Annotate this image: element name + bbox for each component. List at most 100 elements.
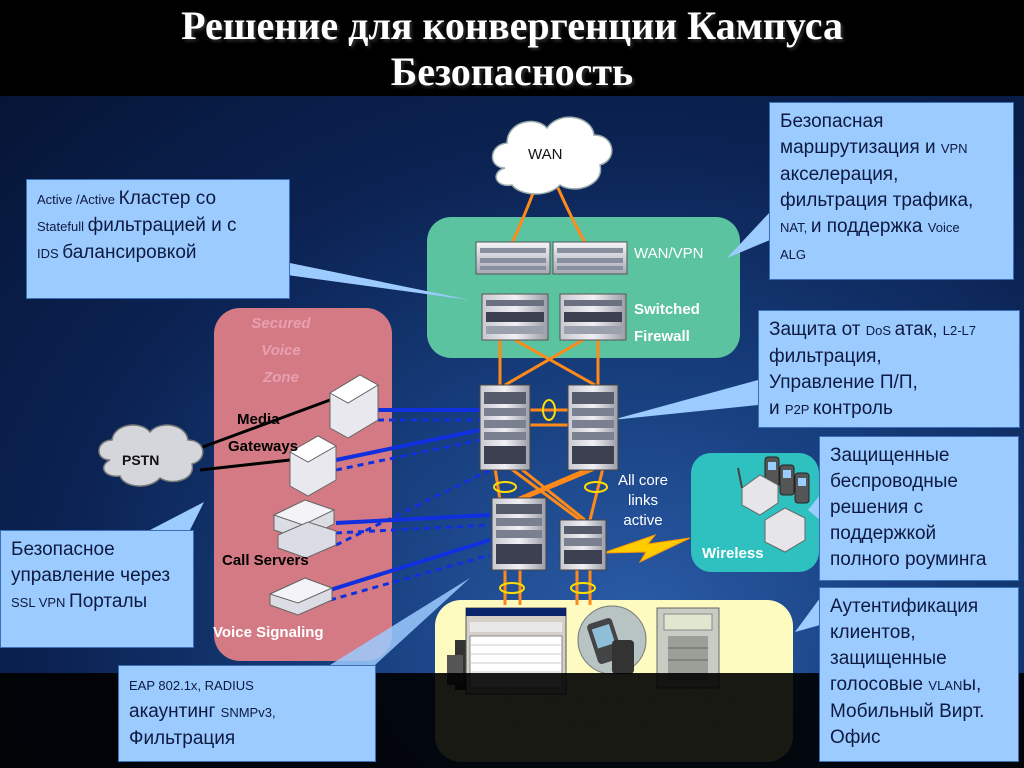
media-line-2: Gateways	[228, 438, 299, 455]
eap-p1: EAP 802.1x, RADIUS	[129, 678, 254, 693]
dos-p7: и	[769, 398, 785, 419]
callout-tail-wireless	[808, 495, 820, 520]
secure-routing-p1: Безопасная	[780, 111, 884, 132]
callout-ssl-vpn: Безопасное управление через SSL VPN Порт…	[0, 530, 194, 648]
secured-voice-zone-label: Secured Voice Zone	[240, 310, 322, 391]
eap-p2: акаунтинг	[129, 701, 221, 722]
auth-p7: Мобильный Вирт.	[830, 701, 985, 722]
callout-eap-radius: EAP 802.1x, RADIUS акаунтинг SNMPv3, Фил…	[118, 665, 376, 762]
ssl-p4: Порталы	[69, 591, 148, 612]
wireless-lightning	[602, 533, 691, 564]
callout-secure-routing: Безопасная маршрутизация и VPN акселерац…	[769, 102, 1014, 280]
secure-routing-p2: маршрутизация и	[780, 137, 941, 158]
core-mesh-links	[493, 408, 605, 605]
voice-links	[329, 408, 491, 592]
callout-dos-protection: Защита от DoS атак, L2-L7 фильтрация, Уп…	[758, 310, 1020, 428]
wan-vpn-router-1	[475, 241, 551, 275]
dos-p6: Управление П/П,	[769, 372, 918, 393]
media-line-1: Media	[237, 411, 280, 428]
media-gateway-1	[329, 374, 379, 439]
dos-p4: L2-L7	[942, 323, 976, 338]
wireless-phones-icon	[764, 456, 810, 504]
access-point-icon	[737, 467, 806, 553]
auth-p5: VLAN	[928, 678, 963, 693]
voice-signaling-label: Voice Signaling	[213, 624, 324, 641]
voice-links-dashed	[329, 418, 491, 602]
dos-p2: DoS	[865, 323, 895, 338]
core-line-2: links	[627, 492, 658, 509]
wan-cloud-icon	[491, 116, 613, 195]
wireless-line-2: беспроводные	[830, 471, 958, 492]
ssl-p1: Безопасное	[11, 539, 115, 560]
secured-line-1: Secured	[251, 315, 311, 332]
switched-line-2: Firewall	[634, 328, 690, 345]
auth-p8: Офис	[830, 727, 881, 748]
core-switch-2	[567, 384, 619, 471]
call-servers-label: Call Servers	[222, 552, 309, 569]
active-cluster-p1: Active /Active	[37, 192, 119, 207]
ssl-p3: SSL VPN	[11, 595, 70, 610]
wireless-line-5: полного роуминга	[830, 549, 987, 570]
dos-p3: атак,	[894, 319, 943, 340]
dos-p5: фильтрация,	[769, 346, 882, 367]
secured-line-2: Voice	[261, 342, 301, 359]
eap-p4: Фильтрация	[129, 728, 236, 749]
unified-line-2: IP Voice, Wireless, Audio and Digital	[509, 718, 719, 733]
callout-wireless: Защищенные беспроводные решения с поддер…	[819, 436, 1019, 581]
unified-clients-label: Unified clients with Multimedia Conferen…	[446, 684, 782, 740]
active-cluster-p5: IDS	[37, 246, 63, 261]
wireless-line-3: решения с	[830, 497, 924, 518]
callout-tail-secure-routing	[727, 212, 770, 258]
secure-routing-p8: Voice	[927, 220, 960, 235]
pstn-cloud-icon	[98, 424, 204, 487]
pstn-cloud-label: PSTN	[122, 452, 160, 468]
dos-p8: P2P	[784, 402, 813, 417]
core-line-1: All core	[617, 472, 669, 489]
media-gateway-2	[288, 435, 338, 497]
secured-line-3: Zone	[263, 369, 299, 386]
wireless-line-4: поддержкой	[830, 523, 937, 544]
auth-p1: Аутентификация	[830, 596, 979, 617]
active-cluster-p4: фильтрацией и с	[87, 215, 237, 236]
title-line-1: Решение для конвергенции Кампуса	[181, 3, 843, 48]
secure-routing-p7: и поддержка	[810, 216, 928, 237]
callout-authentication: Аутентификация клиентов, защищенные голо…	[819, 587, 1019, 762]
firewall-core-links	[498, 338, 600, 387]
media-gateways-label: Media Gateways	[228, 406, 298, 460]
multimedia-client-window	[465, 607, 567, 695]
secure-routing-p6: NAT,	[780, 220, 811, 235]
ssl-p2: управление через	[11, 565, 171, 586]
title-line-2: Безопасность	[390, 49, 634, 94]
core-links-label: All core links active	[612, 471, 674, 531]
secure-routing-p3: VPN	[940, 141, 968, 156]
unified-line-1: Unified clients with Multimedia Conferen…	[486, 690, 742, 705]
eap-p3: SNMPv3,	[220, 705, 276, 720]
callout-tail-auth	[795, 598, 820, 632]
callout-tail-dos	[612, 380, 758, 420]
wan-cloud-label: WAN	[528, 146, 563, 163]
secure-routing-p5: фильтрация трафика,	[780, 190, 974, 211]
core-line-3: active	[623, 512, 663, 529]
switched-firewall-1	[481, 293, 549, 341]
wan-vpn-label: WAN/VPN	[634, 245, 704, 262]
distribution-switch-1	[491, 497, 547, 571]
auth-p4: голосовые	[830, 674, 929, 695]
voice-signaling-server	[268, 577, 334, 616]
callout-tail-ssl	[150, 502, 204, 530]
wan-vpn-router-2	[552, 241, 628, 275]
pstn-link-1	[199, 398, 331, 450]
callout-tail-eap	[330, 578, 470, 665]
ip-phone-icon	[656, 607, 720, 689]
auth-p2: клиентов,	[830, 622, 916, 643]
dos-p9: контроль	[812, 398, 893, 419]
call-server-2	[277, 521, 337, 559]
link-aggregation-rings	[493, 399, 608, 594]
switched-firewall-2	[559, 293, 627, 341]
slide-title: Решение для конвергенции Кампуса Безопас…	[0, 0, 1024, 96]
secure-routing-p9: ALG	[780, 247, 807, 262]
pda-and-phone-icon	[577, 605, 647, 675]
distribution-switch-2	[559, 519, 607, 571]
active-cluster-p3: Statefull	[37, 219, 88, 234]
auth-p6: ы,	[962, 674, 982, 695]
secure-routing-p4: акселерация,	[780, 164, 899, 185]
